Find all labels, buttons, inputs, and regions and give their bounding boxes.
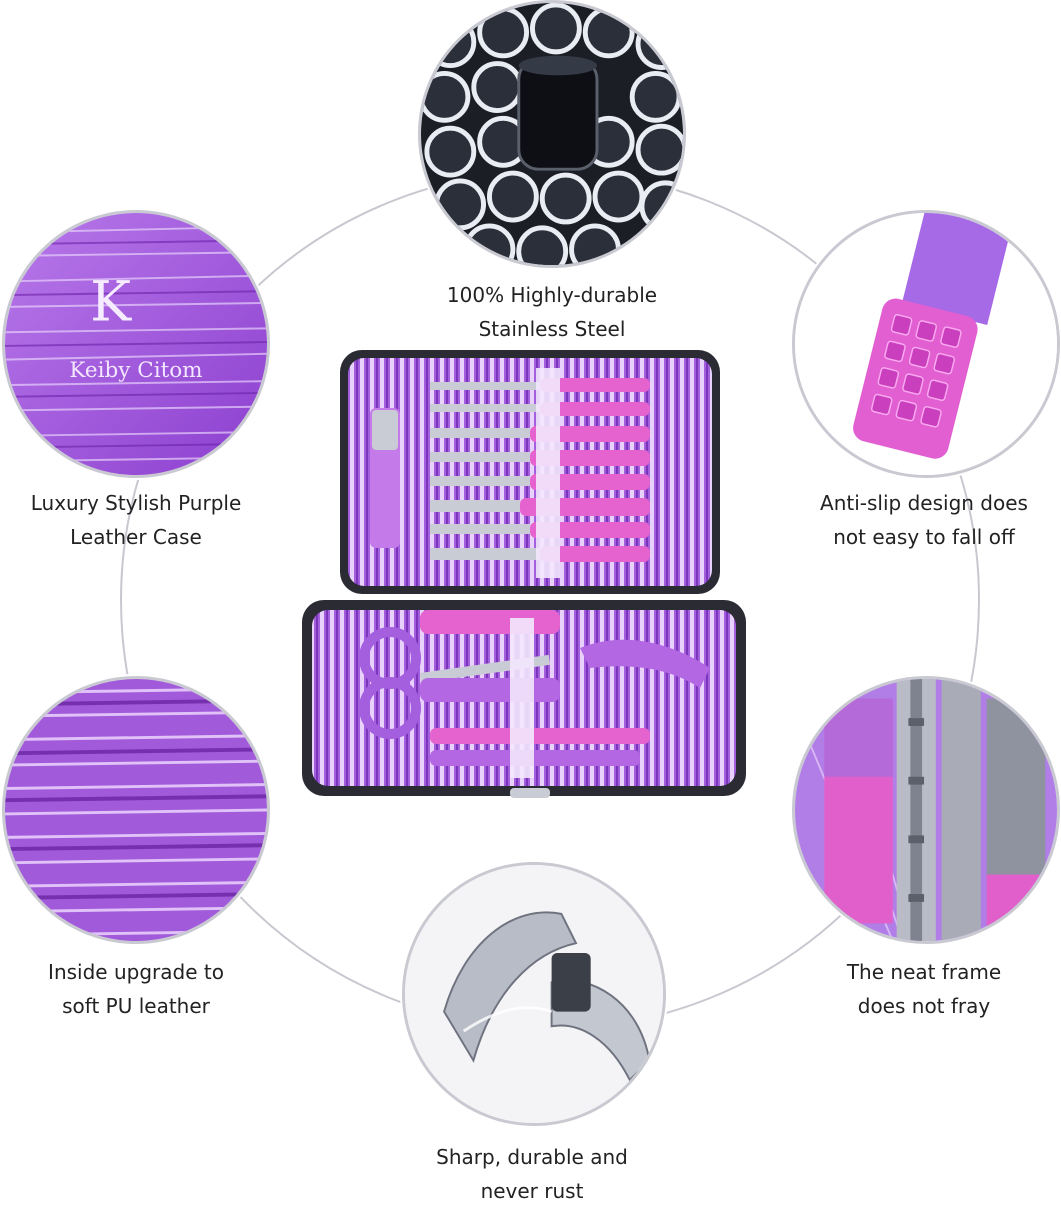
steel-tubes-image <box>418 0 686 268</box>
caption-lower-left-line1: Inside upgrade to <box>48 960 224 984</box>
caption-upper-right-line1: Anti-slip design does <box>820 491 1028 515</box>
caption-upper-left-line2: Leather Case <box>70 525 202 549</box>
caption-bottom-line2: never rust <box>480 1179 584 1203</box>
caption-lower-right-line2: does not fray <box>857 994 991 1018</box>
pu-leather-image <box>2 676 270 944</box>
caption-upper-left: Luxury Stylish Purple Leather Case <box>0 486 286 554</box>
caption-top-line1: 100% Highly-durable <box>446 283 658 307</box>
caption-lower-right: The neat frame does not fray <box>774 955 1061 1023</box>
caption-top: 100% Highly-durable Stainless Steel <box>402 278 702 346</box>
caption-bottom-line1: Sharp, durable and <box>436 1145 628 1169</box>
anti-slip-handle-image <box>792 210 1060 478</box>
caption-lower-left: Inside upgrade to soft PU leather <box>0 955 286 1023</box>
caption-upper-left-line1: Luxury Stylish Purple <box>30 491 242 515</box>
caption-lower-right-line1: The neat frame <box>846 960 1002 984</box>
brand-monogram: K <box>90 270 132 334</box>
cuticle-nipper-image <box>402 862 666 1126</box>
caption-upper-right: Anti-slip design does not easy to fall o… <box>774 486 1061 554</box>
brand-name: Keiby Citom <box>69 358 202 383</box>
caption-bottom: Sharp, durable and never rust <box>382 1140 682 1208</box>
manicure-kit-image <box>300 348 762 800</box>
caption-upper-right-line2: not easy to fall off <box>833 525 1015 549</box>
frame-hinge-image <box>792 676 1060 944</box>
purple-leather-image: K Keiby Citom <box>2 210 270 478</box>
caption-top-line2: Stainless Steel <box>478 317 626 341</box>
caption-lower-left-line2: soft PU leather <box>62 994 210 1018</box>
